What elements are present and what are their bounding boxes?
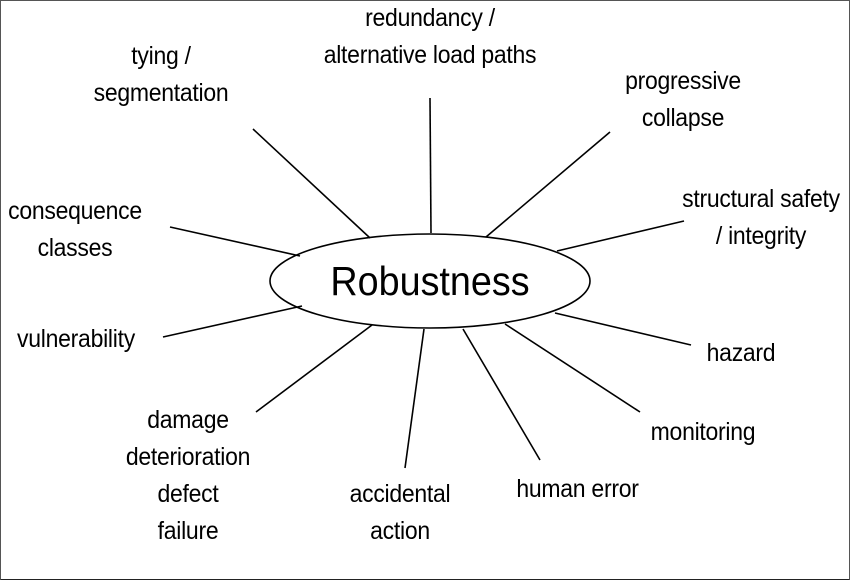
connector-progressive (485, 131, 611, 238)
connector-damage (255, 324, 373, 413)
node-hazard: hazard (699, 335, 784, 372)
node-monitoring-line-1: monitoring (650, 418, 756, 446)
node-damage-line-3: defect (157, 480, 219, 508)
connector-tying (252, 128, 371, 239)
node-redundancy-line-1: redundancy / (365, 4, 495, 32)
node-structural-line-1: structural safety (682, 185, 840, 213)
node-damage-line-4: failure (157, 517, 219, 545)
node-damage-line-1: damage (147, 406, 229, 434)
node-redundancy-line-2: alternative load paths (323, 41, 537, 69)
node-human-error-line-1: human error (516, 475, 639, 503)
connector-accidental (404, 328, 425, 469)
node-accidental: accidental action (336, 476, 465, 550)
center-ellipse (269, 233, 591, 329)
node-consequence-line-1: consequence (8, 197, 142, 225)
connector-consequence (169, 226, 301, 257)
node-vulnerability: vulnerability (12, 321, 141, 358)
node-accidental-line-1: accidental (349, 480, 451, 508)
node-tying-line-2: segmentation (93, 79, 229, 107)
node-progressive: progressive collapse (609, 63, 756, 137)
node-progressive-line-1: progressive (625, 67, 741, 95)
connector-structural (556, 220, 685, 252)
connector-redundancy (429, 97, 432, 234)
node-consequence: consequence classes (6, 193, 144, 267)
connector-vulnerability (162, 305, 303, 338)
node-tying-line-1: tying / (131, 42, 191, 70)
connector-human-error (462, 328, 541, 461)
connector-monitoring (504, 323, 641, 413)
node-monitoring: monitoring (643, 414, 763, 451)
node-progressive-line-2: collapse (641, 104, 725, 132)
node-hazard-line-1: hazard (706, 339, 776, 367)
node-accidental-line-2: action (370, 517, 430, 545)
center-label: Robustness (330, 258, 530, 304)
node-human-error: human error (506, 471, 649, 508)
node-consequence-line-2: classes (37, 234, 113, 262)
node-damage: damage deterioration defect failure (119, 402, 257, 550)
node-damage-line-2: deterioration (125, 443, 251, 471)
node-vulnerability-line-1: vulnerability (17, 325, 135, 353)
node-tying: tying / segmentation (83, 38, 239, 112)
node-structural: structural safety / integrity (679, 181, 843, 255)
connector-hazard (554, 312, 692, 346)
node-structural-line-2: / integrity (715, 222, 807, 250)
node-redundancy: redundancy / alternative load paths (310, 0, 549, 74)
